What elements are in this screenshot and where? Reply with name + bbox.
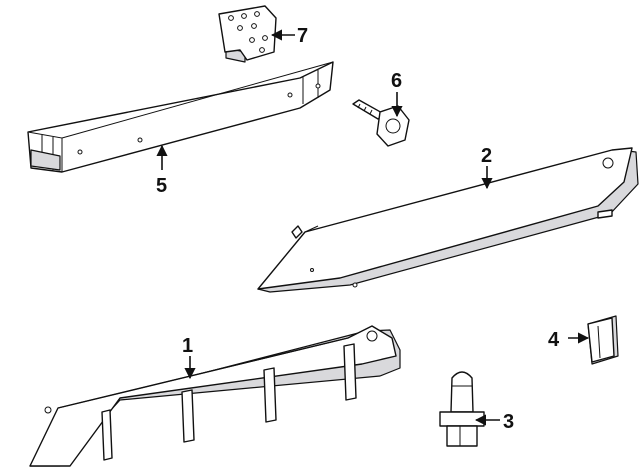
callout-3: 3 — [503, 411, 514, 433]
callout-1: 1 — [182, 335, 193, 357]
bolt-part-6 — [352, 99, 410, 147]
callout-4: 4 — [548, 329, 560, 351]
reinforcement-beam-part-5 — [27, 61, 334, 173]
callout-7: 7 — [297, 25, 308, 47]
bracket-part-7 — [218, 5, 277, 63]
callout-2: 2 — [481, 145, 492, 167]
retainer-part-3 — [439, 371, 485, 447]
callout-6: 6 — [391, 70, 402, 92]
callout-5: 5 — [156, 175, 167, 197]
valance-part-1 — [29, 325, 401, 467]
garnish-part-2 — [257, 147, 639, 293]
clip-part-4 — [587, 315, 619, 365]
